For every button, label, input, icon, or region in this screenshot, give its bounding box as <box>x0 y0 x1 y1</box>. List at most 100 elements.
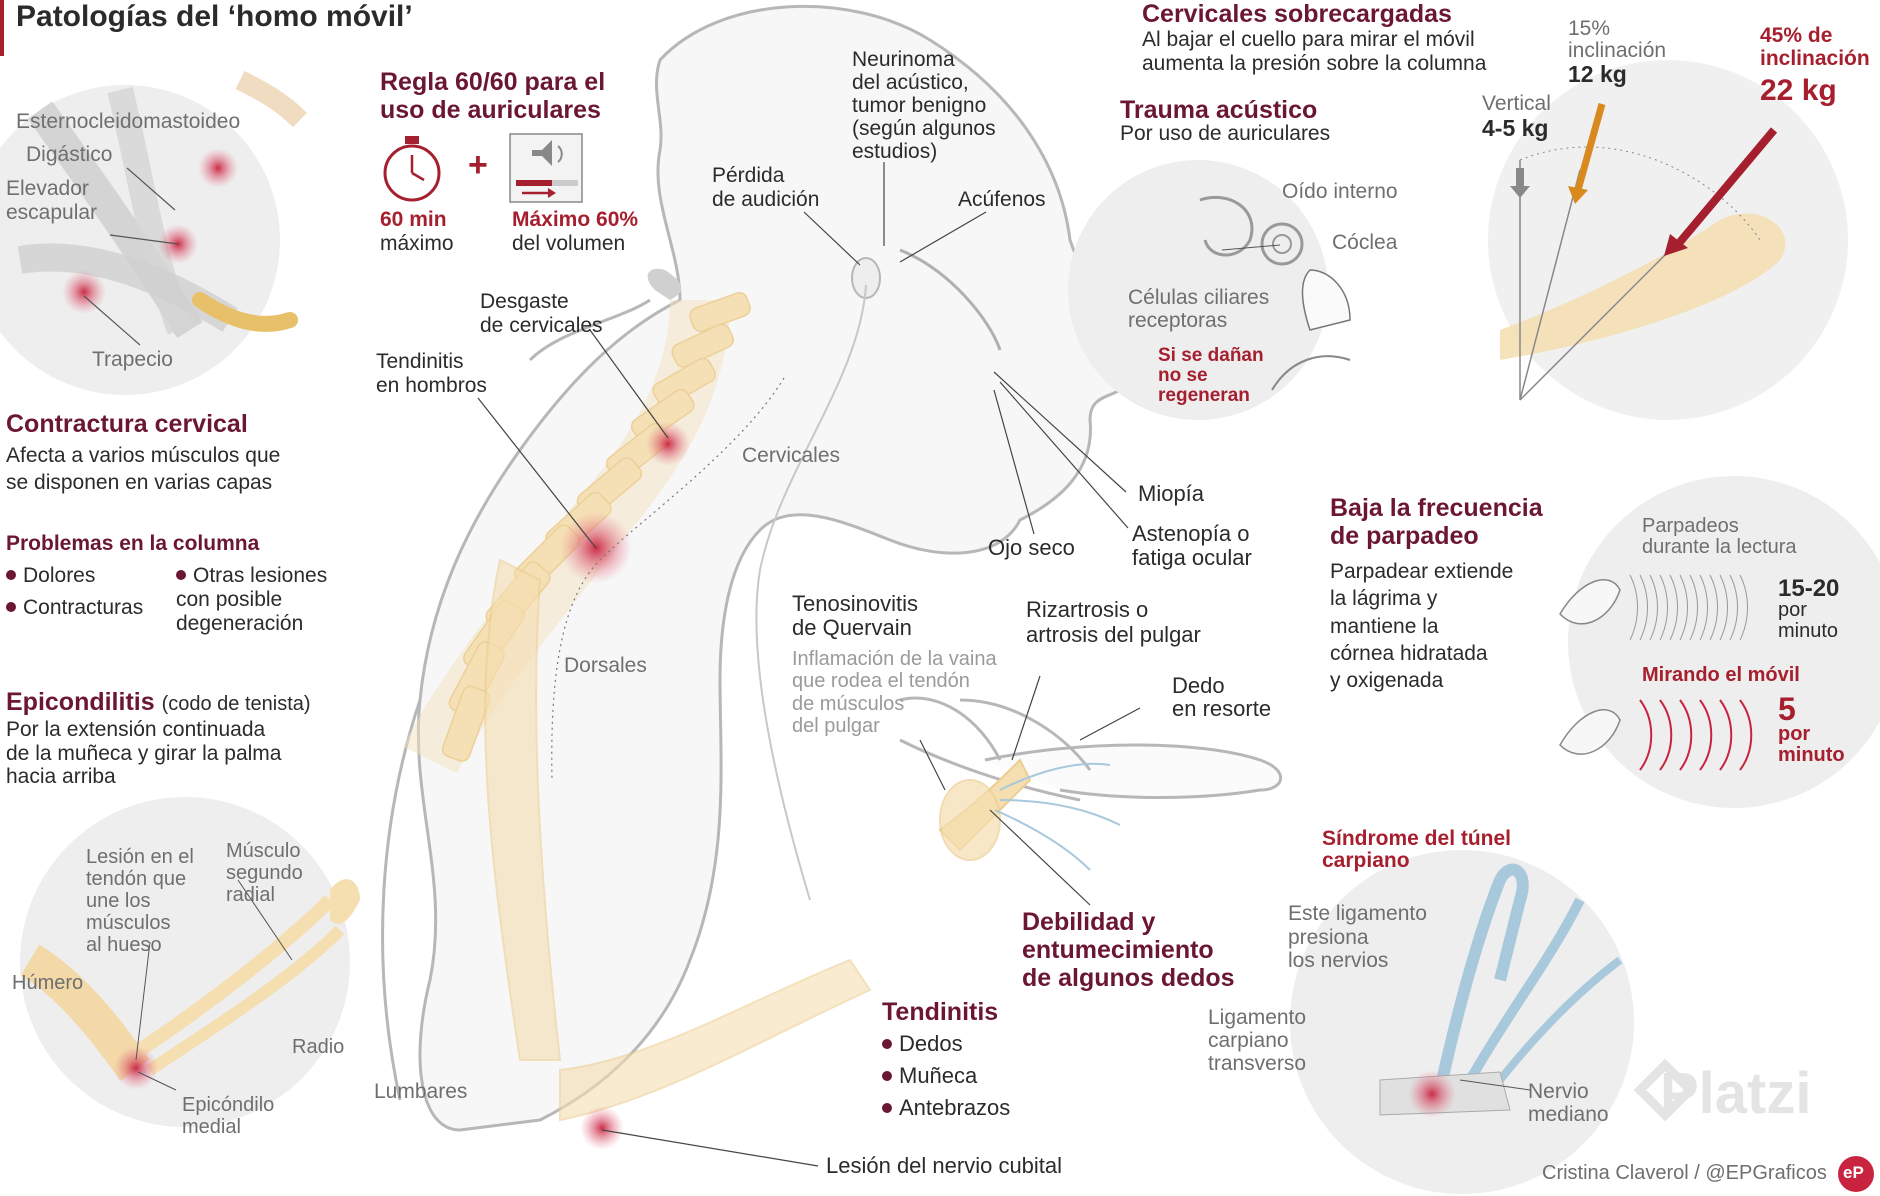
label-debilidad: Debilidad y entumecimiento de algunos de… <box>1022 908 1235 992</box>
epicondilitis-heading: Epicondilitis (codo de tenista) <box>6 688 311 716</box>
label-lesion-tendon: Lesión en el tendón que une los músculos… <box>86 846 194 956</box>
label-tenosinovitis-title: Tenosinovitis de Quervain <box>792 591 918 641</box>
ear <box>851 257 881 299</box>
label-coclea: Cóclea <box>1332 231 1398 254</box>
parpadeo-title: Baja la frecuencia de parpadeo <box>1330 494 1543 550</box>
neck-inclination-illustration <box>1488 60 1848 420</box>
label-ojo-seco: Ojo seco <box>988 535 1075 560</box>
cervicales-sobre-title: Cervicales sobrecargadas <box>1142 0 1452 28</box>
lectura-value: 15-20 <box>1778 575 1840 602</box>
epicondilitis-subtitle: (codo de tenista) <box>161 693 311 715</box>
label-acufenos: Acúfenos <box>958 188 1046 211</box>
inclinacion-45-kg: 22 kg <box>1760 74 1837 107</box>
inner-ear-illustration <box>1068 160 1351 420</box>
regla-vol-bold: Máximo 60% <box>512 208 639 231</box>
tendinitis-bullet-text: Antebrazos <box>899 1095 1011 1120</box>
columna-bullet-text: Otras lesiones con posible degeneración <box>176 564 328 636</box>
label-trapecio: Trapecio <box>92 348 173 371</box>
label-ligamento-carpiano: Ligamento carpiano transverso <box>1208 1006 1307 1076</box>
ep-logo: eP <box>1843 1163 1864 1182</box>
tendinitis-bullet: Antebrazos <box>882 1095 1011 1121</box>
inclinacion-45-label: 45% de inclinación <box>1760 24 1870 71</box>
label-perdida-audicion: Pérdida de audición <box>712 164 820 211</box>
contractura-title: Contractura cervical <box>6 410 248 438</box>
label-rizartrosis: Rizartrosis o artrosis del pulgar <box>1026 597 1201 647</box>
elbow-illustration <box>20 797 360 1127</box>
body-illustration <box>381 4 1283 1132</box>
leader-lines <box>477 162 1141 1167</box>
vertical-kg: 4-5 kg <box>1482 115 1549 141</box>
label-si-se-danan: Si se dañan no se regeneran <box>1158 345 1264 406</box>
regla-time-text: máximo <box>380 232 454 255</box>
label-mirando-movil: Mirando el móvil <box>1642 664 1800 686</box>
glasses <box>899 248 1002 351</box>
page-title: Patologías del ‘homo móvil’ <box>16 0 413 33</box>
tendinitis-bullet: Muñeca <box>882 1063 978 1089</box>
regla-vol-text: del volumen <box>512 232 626 255</box>
spot-codo <box>580 1106 624 1150</box>
tendinitis-bullet: Dedos <box>882 1031 963 1057</box>
tendinitis-title: Tendinitis <box>882 998 999 1026</box>
regla-time-bold: 60 min <box>380 208 447 231</box>
credit: Cristina Claverol / @EPGraficos <box>1542 1162 1827 1184</box>
epicondilitis-title: Epicondilitis <box>6 688 155 716</box>
platzi-watermark-icon <box>1633 1058 1697 1122</box>
label-digastrico: Digástico <box>26 143 113 166</box>
label-este-ligamento: Este ligamento presiona los nervios <box>1288 902 1427 973</box>
label-epicondilo-medial: Epicóndilo medial <box>182 1094 275 1138</box>
columna-bullet-text: Dolores <box>23 564 96 587</box>
label-tendinitis-hombros: Tendinitis en hombros <box>376 350 487 397</box>
label-astenopia: Astenopía o fatiga ocular <box>1132 521 1252 571</box>
label-oido-interno: Oído interno <box>1282 180 1398 203</box>
contractura-text: Afecta a varios músculos que se disponen… <box>6 444 281 495</box>
columna-bullet-text: Contracturas <box>23 596 144 619</box>
arm-bones <box>484 558 1032 1122</box>
earphone-rule-icons <box>383 133 583 203</box>
lectura-unit: por minuto <box>1778 599 1839 642</box>
label-parpadeos-lectura: Parpadeos durante la lectura <box>1642 515 1797 558</box>
trauma-title: Trauma acústico <box>1120 96 1318 124</box>
platzi-watermark: Platzi <box>1660 1061 1812 1126</box>
columna-bullet-contracturas: Contracturas <box>6 596 143 620</box>
ep-logo-circle <box>1838 1156 1874 1192</box>
blink-illustration <box>1559 476 1880 808</box>
label-tenosinovitis-text: Inflamación de la vaina que rodea el ten… <box>792 648 997 738</box>
cervicales-sobre-text: Al bajar el cuello para mirar el móvil a… <box>1142 28 1487 76</box>
spine-guide-line <box>551 377 785 781</box>
label-radio: Radio <box>292 1036 345 1058</box>
label-miopia: Miopía <box>1138 481 1205 506</box>
label-dorsales: Dorsales <box>564 654 647 677</box>
parpadeo-text: Parpadear extiende la lágrima y mantiene… <box>1330 560 1514 693</box>
trauma-text: Por uso de auriculares <box>1120 122 1331 145</box>
inclinacion-15-label: 15% inclinación <box>1568 17 1667 63</box>
label-esternocleidomastoideo: Esternocleidomastoideo <box>16 110 241 133</box>
label-neurinoma: Neurinoma del acústico, tumor benigno (s… <box>852 48 996 164</box>
earphone-cable <box>755 284 867 901</box>
carpal-tunnel-illustration <box>1290 850 1634 1194</box>
columna-bullet-otras: Otras lesiones con posible degeneración <box>176 564 327 636</box>
label-celulas-ciliares: Células ciliares receptoras <box>1128 286 1270 333</box>
hand-nerves <box>994 762 1121 871</box>
tendinitis-bullet-text: Muñeca <box>899 1063 978 1088</box>
label-lumbares: Lumbares <box>374 1080 468 1103</box>
columna-title: Problemas en la columna <box>6 532 260 555</box>
columna-bullet-dolores: Dolores <box>6 564 95 588</box>
label-elevador-escapular: Elevador escapular <box>6 177 98 224</box>
vertical-label: Vertical <box>1482 92 1551 115</box>
label-lesion-cubital: Lesión del nervio cubital <box>826 1153 1063 1178</box>
hair-bun <box>647 268 682 300</box>
movil-unit: por minuto <box>1778 723 1845 766</box>
title-accent-bar <box>0 0 4 56</box>
label-humero: Húmero <box>12 972 84 994</box>
movil-value: 5 <box>1778 691 1796 727</box>
label-dedo-resorte: Dedo en resorte <box>1172 673 1272 722</box>
epicondilitis-text: Por la extensión continuada de la muñeca… <box>6 718 282 789</box>
spot-cervicales <box>646 422 690 466</box>
tendinitis-bullet-text: Dedos <box>899 1031 963 1056</box>
tunel-title: Síndrome del túnel carpiano <box>1322 827 1512 873</box>
regla-title: Regla 60/60 para el uso de auriculares <box>380 68 606 124</box>
label-musculo-radial: Músculo segundo radial <box>226 840 303 906</box>
regla-plus: + <box>468 146 488 184</box>
